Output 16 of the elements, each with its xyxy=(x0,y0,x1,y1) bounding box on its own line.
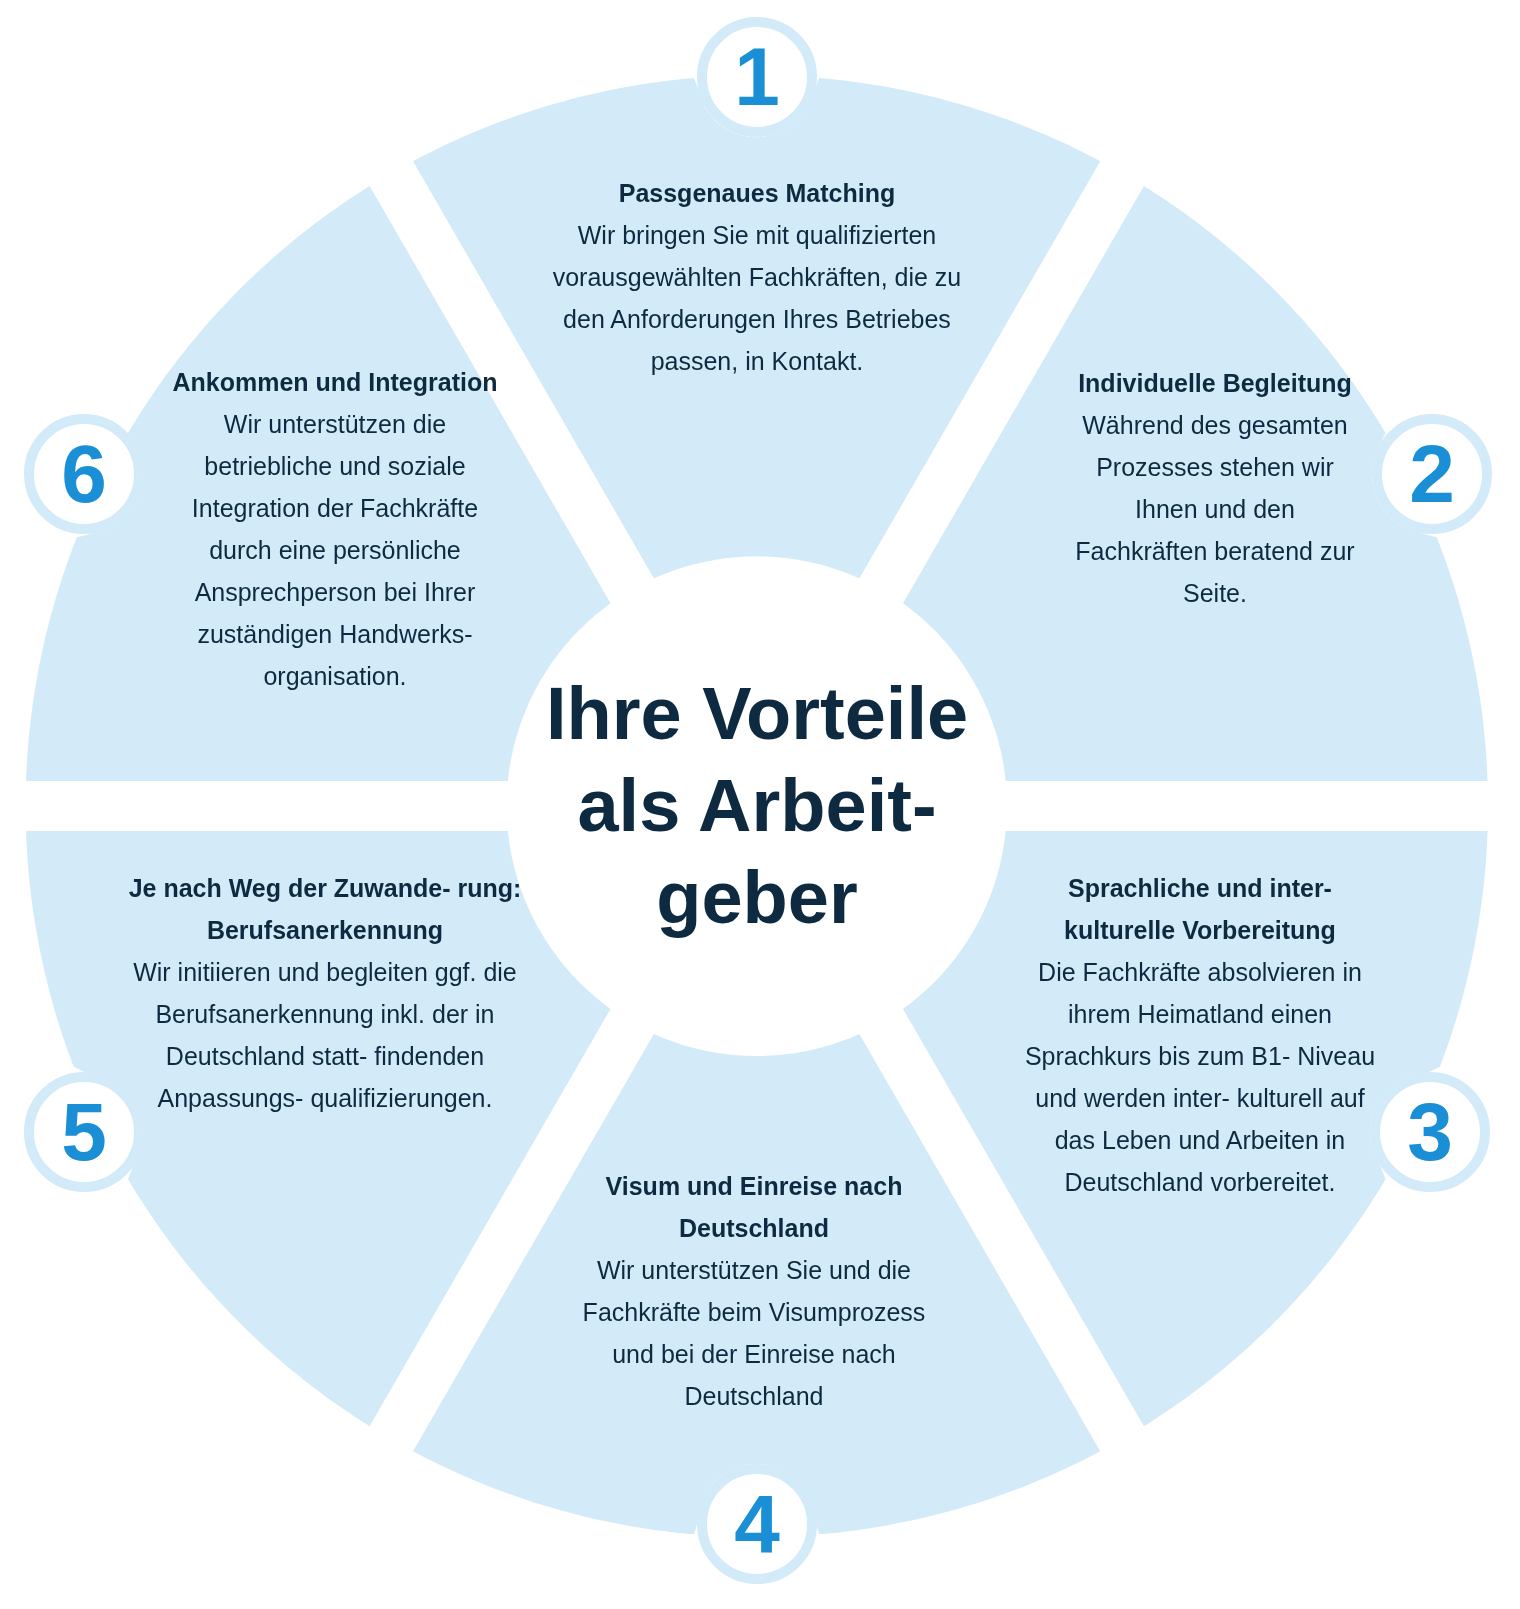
segment-heading: Visum und Einreise nach Deutschland xyxy=(604,1171,904,1244)
segment-heading: Passgenaues Matching xyxy=(617,178,897,209)
step-number: 5 xyxy=(24,1072,144,1192)
step-number: 4 xyxy=(697,1464,817,1584)
step-number: 1 xyxy=(697,17,817,137)
segment-heading: Sprachliche und inter- kulturelle Vorbereitung xyxy=(1063,873,1337,946)
segment-heading: Je nach Weg der Zuwande- rung: Berufsanerkennung xyxy=(127,873,523,946)
segment-description: Wir unterstützen Sie und die Fachkräfte beim Visumprozess und bei der Einreise nach Deutschland xyxy=(581,1255,927,1412)
step-number: 2 xyxy=(1372,414,1492,534)
segment-heading: Individuelle Begleitung xyxy=(1077,368,1353,399)
segment-heading: Ankommen und Integration xyxy=(171,367,499,398)
segment-description: Während des gesamten Prozesses stehen wir Ihnen und den Fachkräften beratend zur Seite. xyxy=(1074,410,1356,609)
step-number: 6 xyxy=(24,414,144,534)
segment-description: Wir bringen Sie mit qualifizierten vorausgewählten Fachkräften, die zu den Anforderungen Ihres Betriebes passen, in Kontakt. xyxy=(551,220,963,377)
segment-description: Wir unterstützen die betriebliche und soziale Integration der Fachkräfte durch eine persönliche Ansprechperson bei Ihrer zuständigen Handwerks- organisation. xyxy=(190,409,480,692)
step-number: 3 xyxy=(1370,1072,1490,1192)
